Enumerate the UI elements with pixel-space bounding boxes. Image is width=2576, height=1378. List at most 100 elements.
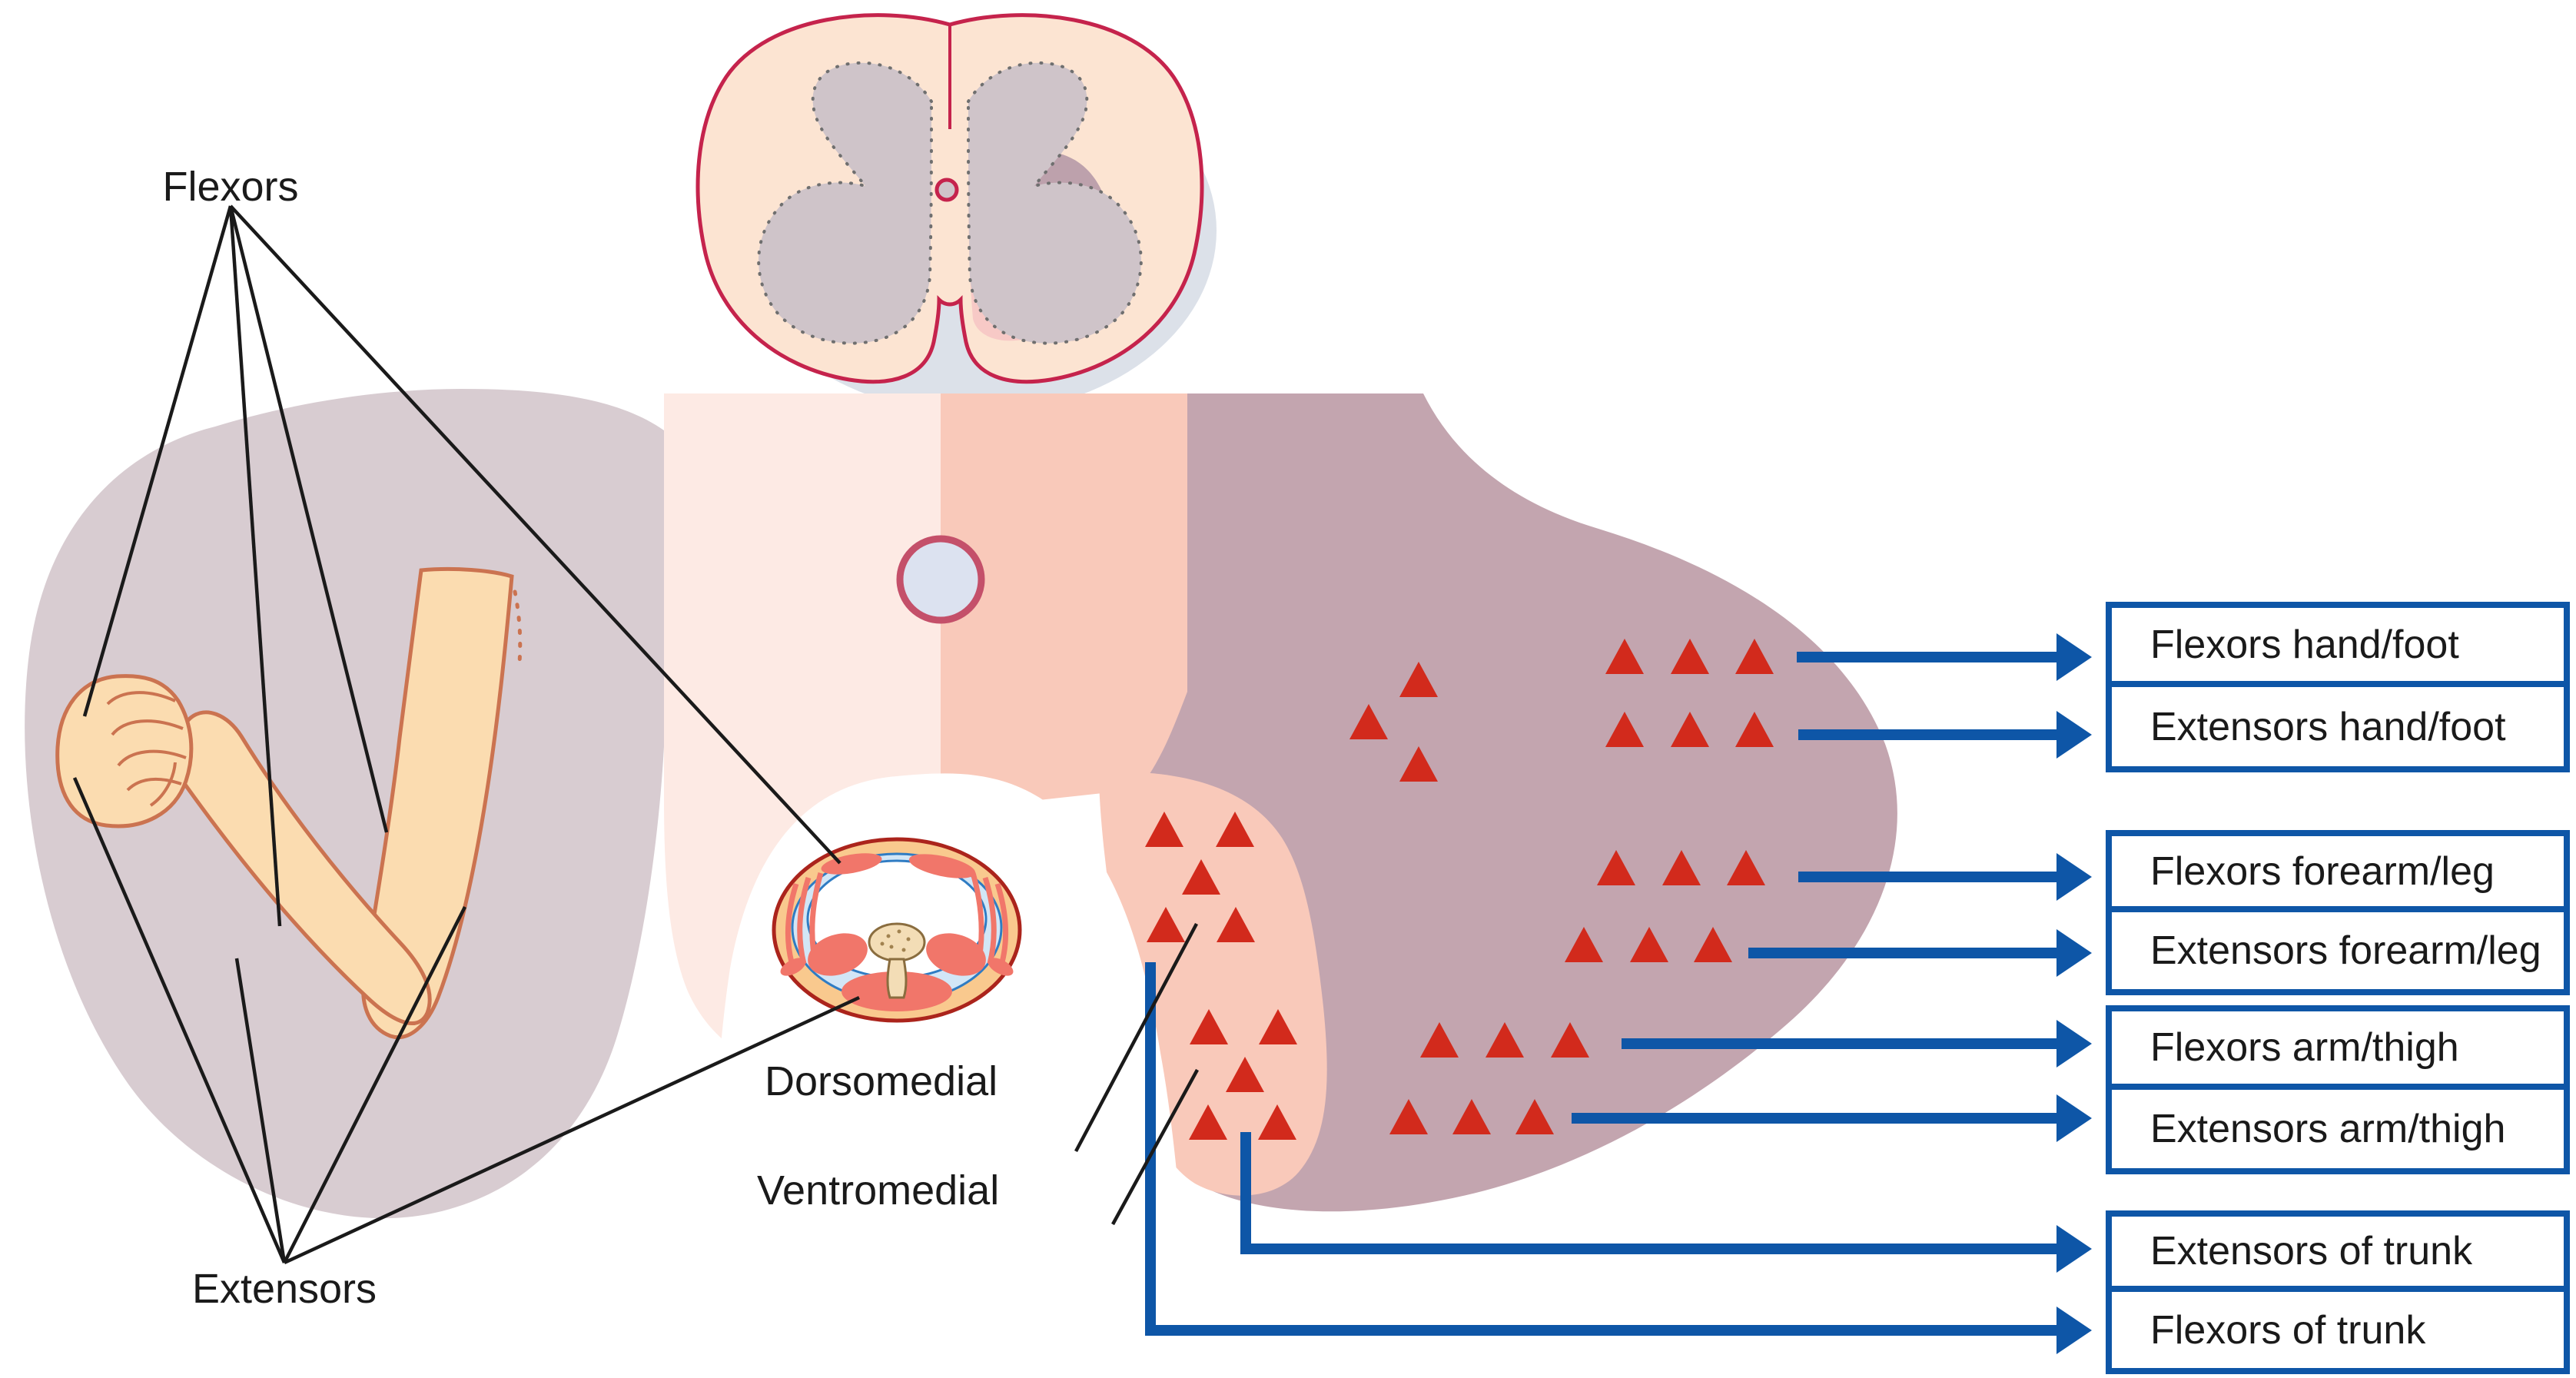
extensors-arm-thigh-row	[1389, 1099, 1554, 1134]
central-canal	[934, 178, 959, 202]
motor-neuron-triangle-icon	[1515, 1099, 1554, 1134]
arrow-flexors-of-trunk-icon	[1145, 962, 2092, 1354]
box-label: Extensors arm/thigh	[2150, 1107, 2506, 1151]
box-extensors-of-trunk: Extensors of trunk	[2106, 1210, 2570, 1292]
motor-neuron-triangle-icon	[1216, 812, 1254, 847]
flexors-forearm-leg-row	[1597, 850, 1765, 885]
ventromedial-pointer	[1111, 1068, 1199, 1226]
arrow-head	[2056, 853, 2092, 901]
motor-neuron-triangle-icon	[1399, 746, 1438, 782]
box-label: Flexors of trunk	[2150, 1307, 2426, 1353]
motor-neuron-triangle-icon	[1217, 907, 1255, 942]
dorsomedial-pointer	[1074, 922, 1198, 1153]
forearm	[176, 710, 432, 1026]
box-label: Flexors hand/foot	[2150, 622, 2459, 667]
box-label: Extensors of trunk	[2150, 1229, 2473, 1273]
motor-neuron-triangle-icon	[1147, 907, 1185, 942]
arrow-flexors-arm-thigh-icon	[1622, 1020, 2092, 1068]
arrow-head	[2056, 1020, 2092, 1068]
arrow-head	[2056, 1307, 2092, 1354]
arrow-head	[2056, 711, 2092, 759]
arrow-extensors-of-trunk-icon	[1240, 1132, 2092, 1273]
arrow-extensors-hand-foot-icon	[1798, 711, 2092, 759]
extensors-to-trunk-dorsal	[284, 995, 860, 1265]
intercostal-stripe	[982, 876, 997, 965]
intercostal-stripe	[785, 882, 799, 963]
arrow-extensors-forearm-leg-icon	[1748, 929, 2092, 977]
box-extensors-forearm-leg: Extensors forearm/leg	[2106, 906, 2570, 995]
ventromedial-pink-lower-group	[1189, 1009, 1297, 1140]
box-flexors-arm-thigh: Flexors arm/thigh	[2106, 1005, 2570, 1090]
extensors-to-triceps	[282, 905, 467, 1264]
motor-neuron-triangle-icon	[1399, 662, 1438, 697]
box-flexors-hand-foot: Flexors hand/foot	[2106, 602, 2570, 687]
extensors-hand-foot-row	[1605, 712, 1774, 747]
fist	[55, 674, 194, 828]
ventromedial-label: Ventromedial	[757, 1167, 1000, 1214]
motor-neuron-triangle-icon	[1735, 712, 1774, 747]
motor-neuron-triangle-icon	[1605, 639, 1644, 674]
arm-illustration	[55, 566, 523, 1040]
central-canal-enlarged	[896, 535, 985, 624]
flexors-to-fist	[82, 205, 233, 717]
motor-neuron-triangle-icon	[1182, 859, 1220, 895]
motor-neuron-triangle-icon	[1551, 1022, 1589, 1058]
ventromedial-pink-upper-group	[1145, 812, 1255, 942]
vertebra-speckles	[880, 929, 911, 952]
box-label: Extensors hand/foot	[2150, 704, 2506, 749]
motor-neuron-triangle-icon	[1662, 850, 1701, 885]
box-label: Flexors arm/thigh	[2150, 1025, 2459, 1070]
box-label: Extensors forearm/leg	[2150, 928, 2541, 973]
motor-neuron-triangle-icon	[1565, 927, 1603, 962]
motor-neuron-triangle-icon	[1189, 1104, 1227, 1140]
flexors-to-biceps	[228, 205, 389, 833]
motor-neuron-triangle-icon	[1605, 712, 1644, 747]
muscle-oval	[988, 958, 1014, 976]
extensors-label: Extensors	[191, 1266, 377, 1312]
vertebral-body	[868, 922, 926, 962]
box-extensors-arm-thigh: Extensors arm/thigh	[2106, 1084, 2570, 1174]
motor-neuron-triangle-icon	[1630, 927, 1668, 962]
spinal-cord-cross-section	[695, 13, 1204, 384]
motor-neuron-triangle-icon	[1452, 1099, 1491, 1134]
extensors-to-wrist	[72, 777, 287, 1263]
box-flexors-forearm-leg: Flexors forearm/leg	[2106, 830, 2570, 912]
motor-neuron-triangle-icon	[1671, 712, 1709, 747]
arrow-flexors-hand-foot-icon	[1797, 633, 2092, 681]
ventral-muscle-right	[908, 854, 976, 878]
extensors-forearm-leg-row	[1565, 927, 1732, 962]
motor-neuron-triangle-icon	[1694, 927, 1732, 962]
motor-neuron-triangle-icon	[1389, 1099, 1428, 1134]
arrow-head	[2056, 633, 2092, 681]
dorsomedial-label: Dorsomedial	[765, 1058, 998, 1104]
arrow-head	[2056, 1094, 2092, 1142]
arrow-extensors-arm-thigh-icon	[1572, 1094, 2092, 1142]
motor-neuron-triangle-icon	[1727, 850, 1765, 885]
spinous-process	[886, 958, 908, 999]
box-flexors-of-trunk: Flexors of trunk	[2106, 1286, 2570, 1374]
motor-neuron-triangle-icon	[1735, 639, 1774, 674]
motor-neuron-triangle-icon	[1671, 639, 1709, 674]
finger-lines	[106, 691, 187, 807]
flexors-to-trunk-ventral	[229, 204, 842, 865]
arrow-head	[2056, 1225, 2092, 1273]
motor-neuron-triangle-icon	[1190, 1009, 1228, 1044]
pointer-lines	[72, 204, 1199, 1265]
motor-neuron-triangle-icon	[1258, 1104, 1296, 1140]
box-extensors-hand-foot: Extensors hand/foot	[2106, 681, 2570, 772]
motor-neuron-triangle-icon	[1259, 1009, 1297, 1044]
flexors-hand-foot-row	[1605, 639, 1774, 674]
motor-neuron-triangle-icon	[1597, 850, 1635, 885]
motor-neuron-triangle-icon	[1226, 1057, 1264, 1092]
motor-neuron-triangle-icon	[1349, 704, 1388, 739]
motor-neuron-triangles	[1145, 639, 1774, 1140]
muscle-oval	[780, 958, 806, 976]
arrow-head	[2056, 929, 2092, 977]
motor-neuron-triangle-icon	[1145, 812, 1183, 847]
dorsolateral-scattered-group	[1349, 662, 1438, 782]
flexors-to-forearm	[228, 205, 282, 927]
box-label: Flexors forearm/leg	[2150, 848, 2495, 894]
arrow-flexors-forearm-leg-icon	[1798, 853, 2092, 901]
